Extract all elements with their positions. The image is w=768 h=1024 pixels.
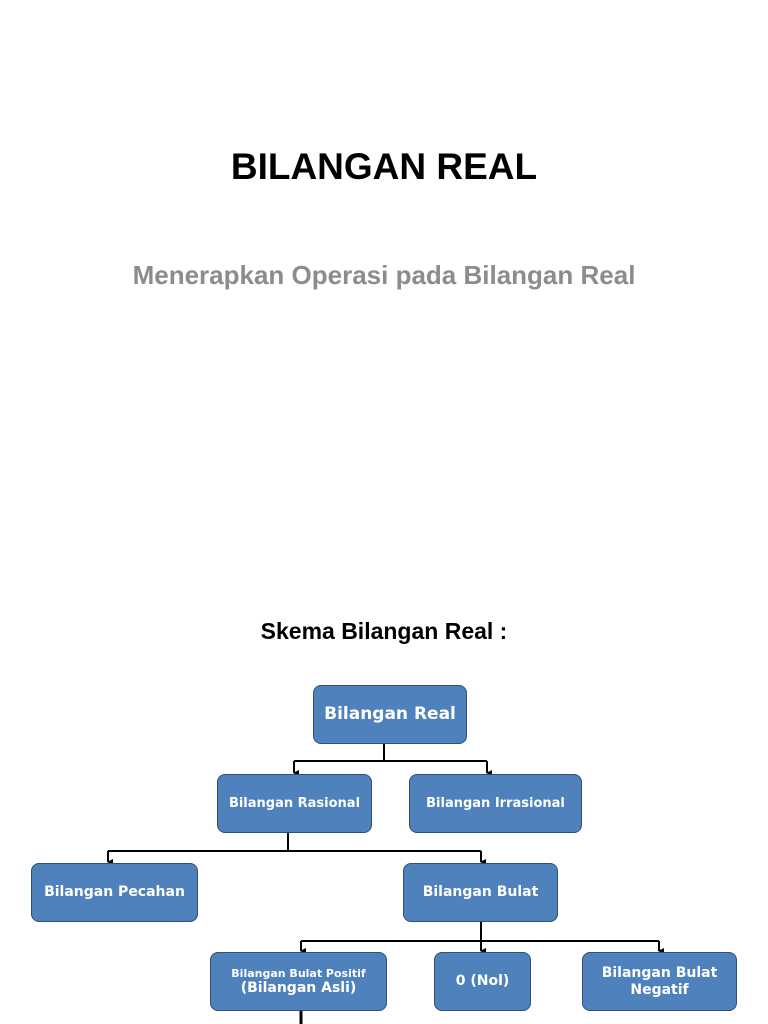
node-label: 0 (Nol) — [455, 973, 510, 990]
node-label-line1: Bilangan Bulat Positif — [231, 966, 366, 980]
node-label-line2: Negatif — [630, 981, 689, 998]
node-label: Bilangan Irrasional — [426, 795, 565, 811]
node-label: Bilangan Pecahan — [44, 884, 185, 901]
node-bilangan-real: Bilangan Real — [313, 685, 467, 744]
node-label: Bilangan Real — [324, 704, 456, 725]
node-bilangan-bulat-positif: Bilangan Bulat Positif (Bilangan Asli) — [210, 952, 387, 1011]
node-label: Bilangan Bulat — [422, 884, 539, 901]
node-bilangan-pecahan: Bilangan Pecahan — [31, 863, 198, 922]
node-label-line1: Bilangan Bulat — [601, 964, 718, 981]
slide-subtitle: Menerapkan Operasi pada Bilangan Real — [132, 260, 636, 290]
slide-title: BILANGAN REAL — [230, 146, 538, 187]
node-bilangan-irrasional: Bilangan Irrasional — [409, 774, 582, 833]
scheme-title: Skema Bilangan Real : — [260, 618, 508, 644]
node-bilangan-bulat-negatif: Bilangan Bulat Negatif — [582, 952, 737, 1011]
node-bilangan-rasional: Bilangan Rasional — [217, 774, 372, 833]
node-label: Bilangan Rasional — [228, 795, 361, 811]
node-bilangan-bulat: Bilangan Bulat — [403, 863, 558, 922]
node-label-line2: (Bilangan Asli) — [240, 979, 357, 996]
node-nol: 0 (Nol) — [434, 952, 531, 1011]
